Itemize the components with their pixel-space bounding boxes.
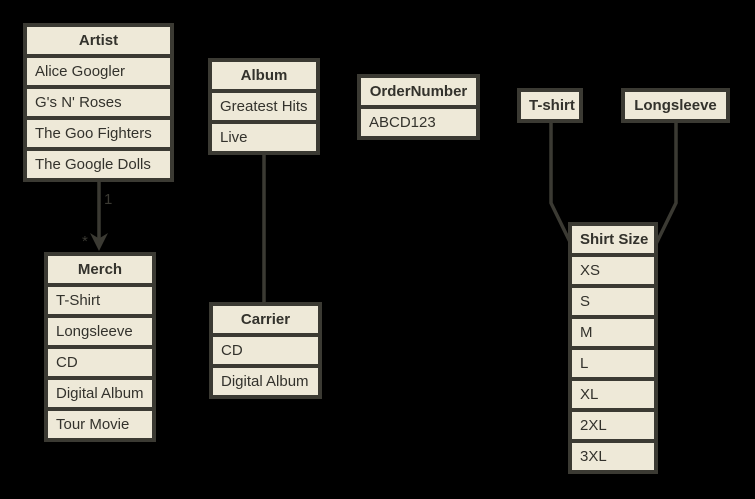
connector-tshirt-shirtsize	[549, 122, 573, 245]
entity-merch-row: Tour Movie	[48, 411, 152, 438]
entity-ordernumber-row: ABCD123	[361, 109, 476, 136]
multiplicity-source-label: 1	[104, 191, 112, 208]
entity-tshirt[interactable]: T-shirt	[517, 88, 583, 123]
entity-artist[interactable]: Artist Alice Googler G's N' Roses The Go…	[23, 23, 174, 182]
entity-shirtsize-row: XL	[572, 381, 654, 408]
entity-carrier-row: Digital Album	[213, 368, 318, 395]
entity-merch-row: T-Shirt	[48, 287, 152, 314]
entity-artist-row: G's N' Roses	[27, 89, 170, 116]
entity-ordernumber-title: OrderNumber	[361, 78, 476, 105]
entity-artist-row: The Goo Fighters	[27, 120, 170, 147]
entity-carrier[interactable]: Carrier CD Digital Album	[209, 302, 322, 399]
entity-shirtsize-row: 2XL	[572, 412, 654, 439]
entity-shirtsize-title: Shirt Size	[572, 226, 654, 253]
entity-merch-title: Merch	[48, 256, 152, 283]
entity-tshirt-title: T-shirt	[521, 92, 579, 119]
entity-album-row: Live	[212, 124, 316, 151]
entity-album-row: Greatest Hits	[212, 93, 316, 120]
entity-artist-title: Artist	[27, 27, 170, 54]
entity-carrier-title: Carrier	[213, 306, 318, 333]
entity-album-title: Album	[212, 62, 316, 89]
entity-merch-row: Longsleeve	[48, 318, 152, 345]
entity-merch-row: CD	[48, 349, 152, 376]
entity-merch-row: Digital Album	[48, 380, 152, 407]
entity-longsleeve[interactable]: Longsleeve	[621, 88, 730, 123]
entity-album[interactable]: Album Greatest Hits Live	[208, 58, 320, 155]
entity-shirtsize-row: S	[572, 288, 654, 315]
entity-carrier-row: CD	[213, 337, 318, 364]
multiplicity-target-label: *	[82, 233, 88, 250]
entity-ordernumber[interactable]: OrderNumber ABCD123	[357, 74, 480, 140]
entity-merch[interactable]: Merch T-Shirt Longsleeve CD Digital Albu…	[44, 252, 156, 442]
connector-longsleeve-shirtsize	[654, 122, 678, 245]
entity-shirtsize-row: L	[572, 350, 654, 377]
connector-artist-merch-arrowhead-icon	[90, 233, 108, 251]
entity-artist-row: Alice Googler	[27, 58, 170, 85]
entity-artist-row: The Google Dolls	[27, 151, 170, 178]
entity-shirtsize-row: M	[572, 319, 654, 346]
entity-shirtsize-row: XS	[572, 257, 654, 284]
entity-shirtsize[interactable]: Shirt Size XS S M L XL 2XL 3XL	[568, 222, 658, 474]
entity-longsleeve-title: Longsleeve	[625, 92, 726, 119]
entity-shirtsize-row: 3XL	[572, 443, 654, 470]
